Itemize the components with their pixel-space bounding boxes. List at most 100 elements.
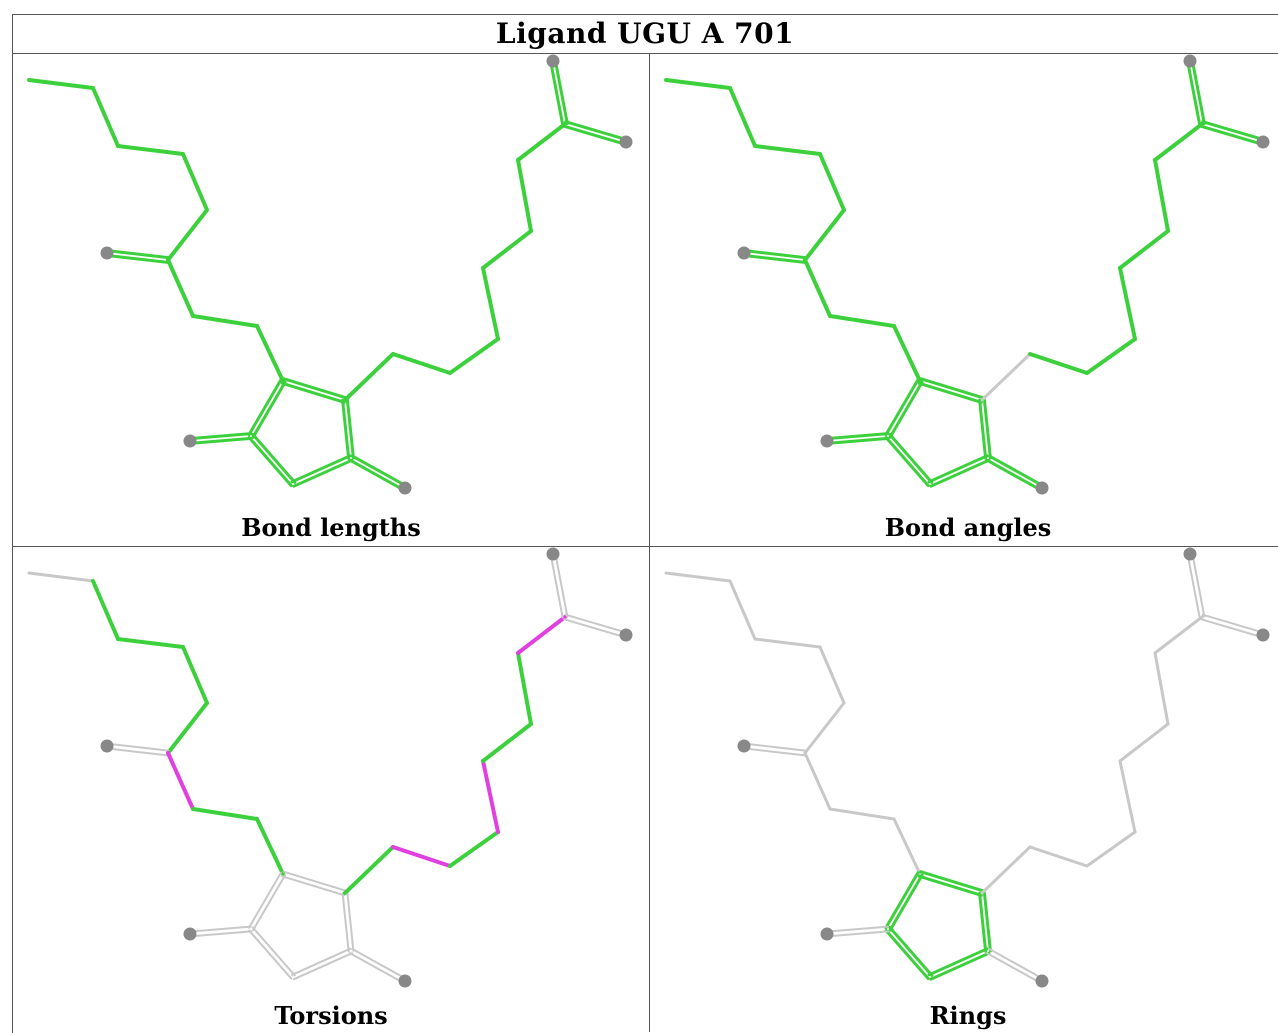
bond-line	[917, 874, 983, 897]
bond-line	[391, 352, 452, 375]
bond-line	[1028, 352, 1089, 375]
bond-line	[27, 78, 95, 90]
bond-line	[1153, 122, 1204, 162]
bond-line	[919, 870, 985, 893]
bond-line	[1118, 229, 1170, 270]
bond-line	[728, 86, 757, 148]
bond-line	[255, 817, 285, 876]
bond-line	[828, 314, 896, 328]
bond-line	[884, 436, 930, 488]
bond-line	[188, 925, 252, 933]
bond-line	[116, 144, 185, 156]
bond-line	[888, 432, 934, 484]
bond-line	[282, 377, 348, 400]
bond-line	[982, 891, 992, 953]
bond-line	[345, 398, 355, 460]
table-frame	[12, 14, 1278, 1033]
bond-line	[753, 637, 822, 649]
bond-line	[516, 158, 533, 233]
oxygen-atom	[1256, 628, 1270, 642]
bond-line	[351, 947, 408, 980]
bond-line	[929, 951, 991, 981]
page-title: Ligand UGU A 701	[495, 17, 795, 50]
bond-line	[341, 398, 351, 460]
bond-line	[27, 571, 95, 583]
bond-line	[1118, 266, 1137, 341]
title-cell: Ligand UGU A 701	[12, 14, 1278, 54]
bond-line	[980, 845, 1032, 895]
bond-line	[728, 579, 757, 641]
bond-line	[248, 929, 293, 980]
bond-line	[664, 78, 732, 90]
bond-line	[481, 266, 500, 341]
bond-line	[1153, 158, 1170, 233]
panel-caption: Bond angles	[884, 513, 1052, 542]
bond-line	[105, 747, 169, 757]
bond-line	[919, 377, 985, 400]
oxygen-atom	[546, 54, 560, 68]
bond-line	[987, 454, 1045, 488]
bond-line	[554, 552, 569, 618]
bond-line	[481, 229, 533, 270]
bond-line	[247, 436, 293, 488]
bond-line	[346, 891, 355, 952]
bond-line	[481, 722, 533, 763]
bond-line	[888, 380, 924, 439]
bond-line	[980, 352, 1032, 402]
oxygen-atom	[1183, 547, 1197, 561]
bond-line	[563, 618, 627, 639]
oxygen-atom	[820, 434, 834, 448]
bond-line	[1199, 124, 1264, 146]
bond-line	[825, 436, 890, 445]
oxygen-atom	[737, 246, 751, 260]
bond-line	[564, 120, 629, 142]
oxygen-atom	[100, 246, 114, 260]
molecule-diagram-bond-lengths	[27, 54, 633, 495]
bond-line	[978, 891, 988, 953]
bond-line	[391, 845, 452, 868]
bond-line	[166, 258, 195, 318]
bond-line	[1085, 830, 1137, 868]
bond-line	[985, 952, 1042, 985]
bond-line	[1153, 615, 1204, 655]
bond-line	[343, 845, 395, 895]
bond-line	[448, 337, 500, 375]
bond-line	[743, 742, 807, 752]
bond-line	[247, 871, 282, 929]
bond-line	[803, 701, 846, 755]
bond-line	[742, 747, 806, 757]
bond-line	[281, 875, 346, 897]
bond-line	[191, 314, 259, 328]
bond-line	[105, 249, 170, 260]
oxygen-atom	[619, 628, 633, 642]
bond-line	[1028, 845, 1089, 868]
bond-line	[106, 742, 170, 752]
bond-line	[247, 378, 283, 437]
bond-line	[516, 651, 533, 726]
bond-line	[188, 432, 253, 441]
bond-line	[884, 378, 920, 437]
bond-line	[803, 751, 832, 811]
bond-line	[564, 613, 628, 634]
oxygen-atom	[1183, 54, 1197, 68]
row-divider	[12, 546, 1278, 547]
bond-line	[888, 925, 934, 977]
bond-line	[982, 398, 992, 460]
bond-line	[826, 930, 890, 938]
bond-line	[181, 152, 209, 212]
oxygen-atom	[183, 434, 197, 448]
column-divider	[649, 53, 650, 1032]
bond-line	[818, 152, 846, 212]
bond-line	[562, 124, 627, 146]
bond-line	[166, 701, 209, 755]
oxygen-atom	[183, 927, 197, 941]
bond-line	[252, 874, 287, 932]
bond-line	[884, 929, 930, 981]
bond-line	[116, 637, 185, 649]
bond-line	[166, 751, 195, 811]
oxygen-atom	[546, 547, 560, 561]
panel-torsions: Torsions	[13, 547, 649, 1032]
bond-line	[251, 432, 297, 484]
bond-line	[91, 86, 120, 148]
bond-line	[549, 59, 565, 126]
